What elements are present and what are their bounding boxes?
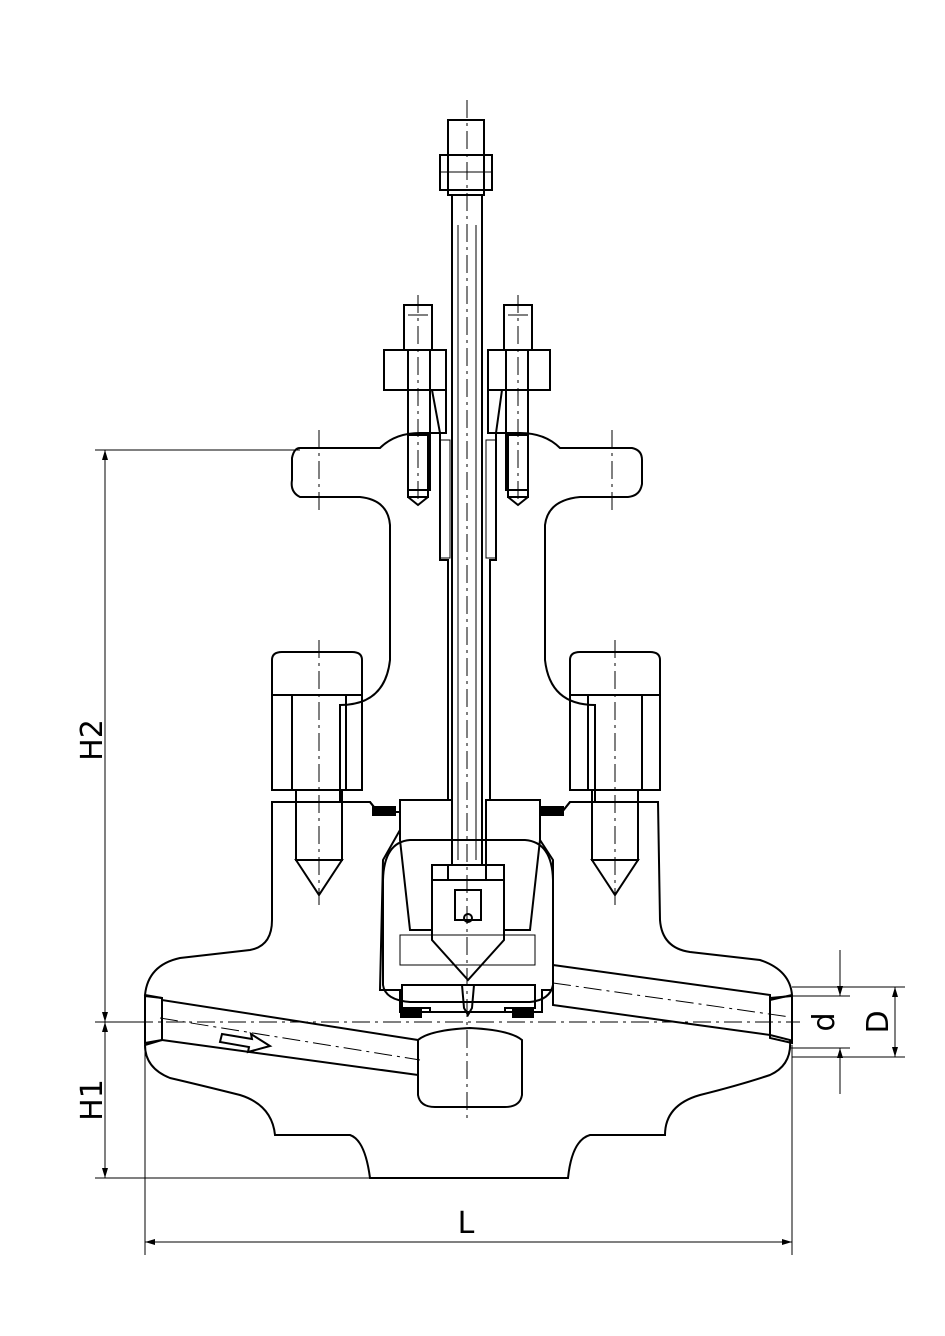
body-studs [271,651,661,897]
seat [372,806,564,1018]
centerlines [135,100,800,1120]
valve-body [143,801,794,1179]
dim-label-d-large: D [861,1010,896,1033]
dim-label-d-small: d [807,1012,842,1031]
flow-arrow-icon [218,1031,273,1054]
dimension-lines [95,449,905,1255]
gland-studs [403,304,533,491]
dim-label-l: L [458,1206,475,1241]
dim-label-h1: H1 [75,1079,110,1121]
cage [399,799,541,982]
dim-label-h2: H2 [75,719,110,761]
